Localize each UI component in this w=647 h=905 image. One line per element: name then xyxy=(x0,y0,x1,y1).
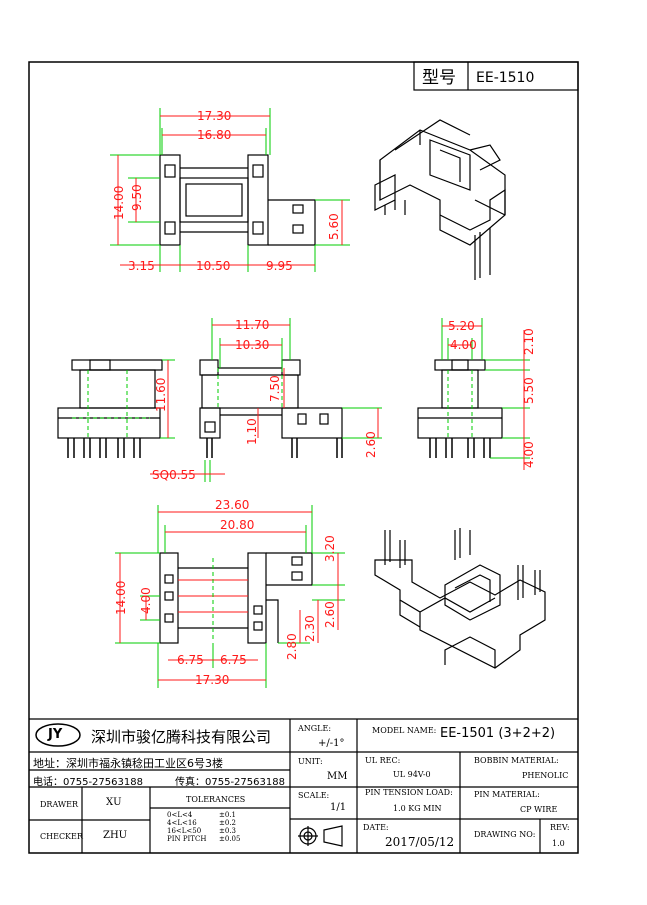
scale-label: SCALE: xyxy=(298,791,330,800)
model-name-label: MODEL NAME: xyxy=(372,726,437,735)
side-view xyxy=(417,359,503,458)
header-model-box: 型号 EE-1510 xyxy=(413,61,579,91)
checker-label: CHECKER xyxy=(40,832,83,841)
dim-4-00-pins: 4.00 xyxy=(522,441,536,468)
pin-material-value: CP WIRE xyxy=(520,805,558,814)
dim-7-50: 7.50 xyxy=(268,375,282,402)
model-label: 型号 xyxy=(422,68,456,88)
drawing-frame xyxy=(28,61,579,854)
dim-14-00: 14.00 xyxy=(112,186,126,220)
side-view-dimlines xyxy=(442,325,525,470)
projection-symbol-icon xyxy=(298,825,343,847)
pin-material-label: PIN MATERIAL: xyxy=(474,790,540,799)
ul-rec-value: UL 94V-0 xyxy=(393,770,431,779)
logo-text: JY xyxy=(48,727,63,742)
isometric-view-top xyxy=(374,119,506,280)
ul-rec-label: UL REC: xyxy=(365,756,401,765)
rev-label: REV: xyxy=(550,823,570,832)
model-value: EE-1510 xyxy=(476,70,534,86)
dim-16-80: 16.80 xyxy=(197,128,231,142)
dim-9-95: 9.95 xyxy=(266,259,293,273)
dim-5-50: 5.50 xyxy=(522,377,536,404)
date-value: 2017/05/12 xyxy=(385,835,455,849)
rev-value: 1.0 xyxy=(552,839,565,848)
company-address: 地址：深圳市福永镇稔田工业区6号3楼 xyxy=(33,757,223,770)
dim-3-15: 3.15 xyxy=(128,259,155,273)
middle-view xyxy=(199,359,343,458)
dim-sq0-55: SQ0.55 xyxy=(152,468,196,482)
model-name-value: EE-1501 (3+2+2) xyxy=(440,726,556,741)
side-view-hidden xyxy=(447,370,473,438)
dim-23-60: 23.60 xyxy=(215,498,249,512)
unit-label: UNIT: xyxy=(298,757,323,766)
company-logo xyxy=(35,723,81,747)
bottom-view xyxy=(159,552,313,644)
front-view xyxy=(57,359,163,458)
dim-2-60: 2.60 xyxy=(364,431,378,458)
dim-17-30: 17.30 xyxy=(197,109,231,123)
checker-value: ZHU xyxy=(103,830,128,841)
bobbin-material-value: PHENOLIC xyxy=(522,771,569,780)
drawer-value: XU xyxy=(106,797,122,808)
top-view xyxy=(159,154,316,246)
dim-10-50: 10.50 xyxy=(196,259,230,273)
dim-11-70: 11.70 xyxy=(235,318,269,332)
dim-4-00-bottom: 4.00 xyxy=(139,587,153,614)
middle-view-extensions xyxy=(211,318,382,439)
angle-value: +/-1° xyxy=(318,738,345,749)
dim-2-10: 2.10 xyxy=(522,328,536,355)
dim-4-00-side: 4.00 xyxy=(450,338,477,352)
drawer-label: DRAWER xyxy=(40,800,78,809)
pin-tension-label: PIN TENSION LOAD: xyxy=(365,788,453,797)
dim-11-60: 11.60 xyxy=(154,378,168,412)
pin-tension-value: 1.0 KG MIN xyxy=(393,804,442,813)
tolerance-row: 16<L<50±0.3 xyxy=(167,827,236,835)
dim-6-75-right: 6.75 xyxy=(220,653,247,667)
dim-10-30: 10.30 xyxy=(235,338,269,352)
dim-20-80: 20.80 xyxy=(220,518,254,532)
tolerances-label: TOLERANCES xyxy=(186,795,246,804)
dim-17-30-bottom: 17.30 xyxy=(195,673,229,687)
middle-view-dimlines xyxy=(212,324,379,438)
title-block-grid xyxy=(29,718,578,853)
unit-value: MM xyxy=(327,771,348,782)
tolerance-row: 4<L<16±0.2 xyxy=(167,819,236,827)
dim-5-20: 5.20 xyxy=(448,319,475,333)
dim-2-30: 2.30 xyxy=(303,615,317,642)
date-label: DATE: xyxy=(363,823,389,832)
dim-14-00-bottom: 14.00 xyxy=(114,581,128,615)
angle-label: ANGLE: xyxy=(298,724,332,733)
bobbin-material-label: BOBBIN MATERIAL: xyxy=(474,756,559,765)
tolerance-row: PIN PITCH±0.05 xyxy=(167,835,241,843)
isometric-view-bottom xyxy=(374,528,546,669)
dim-9-50: 9.50 xyxy=(130,184,144,211)
drawing-no-label: DRAWING NO: xyxy=(474,830,536,839)
dim-6-75-left: 6.75 xyxy=(177,653,204,667)
top-view-dimlines xyxy=(117,115,343,266)
scale-value: 1/1 xyxy=(330,802,347,813)
tolerance-table: 0<L<4±0.1 4<L<16±0.2 16<L<50±0.3 PIN PIT… xyxy=(167,811,240,843)
tolerance-row: 0<L<4±0.1 xyxy=(167,811,236,819)
dim-1-10: 1.10 xyxy=(245,418,259,445)
front-view-hidden xyxy=(72,370,150,438)
company-phone: 电话：0755-27563188 xyxy=(33,777,143,788)
company-name: 深圳市骏亿腾科技有限公司 xyxy=(91,728,272,746)
front-view-dimlines xyxy=(150,360,225,475)
dim-3-20: 3.20 xyxy=(323,535,337,562)
dim-5-60: 5.60 xyxy=(327,213,341,240)
side-view-extensions xyxy=(441,318,530,459)
dim-2-80: 2.80 xyxy=(285,633,299,660)
dim-2-60-bottom: 2.60 xyxy=(323,601,337,628)
company-fax: 传真：0755-27563188 xyxy=(175,777,285,788)
bottom-view-dimlines xyxy=(119,511,339,681)
